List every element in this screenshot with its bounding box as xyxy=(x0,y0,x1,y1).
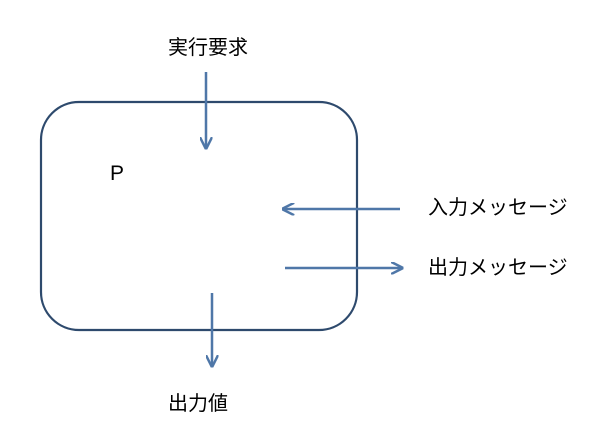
output-value-label: 出力値 xyxy=(168,391,228,415)
input-message-label: 入力メッセージ xyxy=(428,195,568,219)
output-message-label: 出力メッセージ xyxy=(428,255,568,279)
execution-request-label: 実行要求 xyxy=(168,35,248,59)
process-label: P xyxy=(110,162,125,185)
process-box xyxy=(39,100,359,332)
